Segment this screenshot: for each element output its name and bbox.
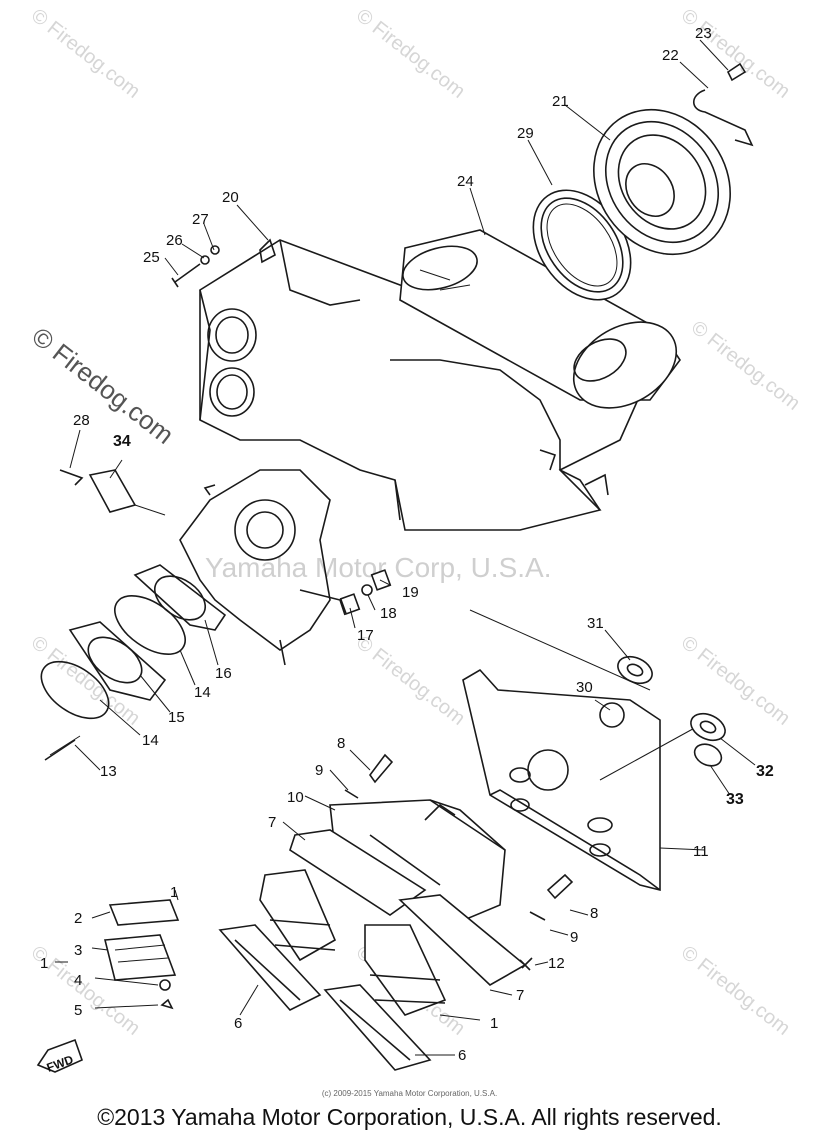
callout-29: 29	[517, 125, 534, 142]
grommets	[599, 655, 726, 767]
callout-1: 1	[40, 955, 48, 972]
callout-34: 34	[113, 433, 131, 450]
watermark: © Firedog.com	[27, 5, 144, 103]
callout-9: 9	[315, 762, 323, 779]
callout-32: 32	[756, 763, 774, 780]
callout-30: 30	[576, 679, 593, 696]
callout-12: 12	[548, 955, 565, 972]
callout-14: 14	[142, 732, 159, 749]
callout-21: 21	[552, 93, 569, 110]
callout-8: 8	[337, 735, 345, 752]
carb-fittings	[339, 569, 392, 615]
carburetor	[179, 469, 346, 666]
watermark: © Firedog.com	[687, 317, 804, 415]
callout-11: 11	[693, 843, 709, 860]
callout-7: 7	[516, 987, 524, 1004]
intake-gaskets	[40, 564, 227, 761]
callout-24: 24	[457, 173, 474, 190]
callout-10: 10	[287, 789, 304, 806]
watermark: © Firedog.com	[677, 942, 794, 1040]
callout-15: 15	[168, 709, 185, 726]
callout-9: 9	[570, 929, 578, 946]
watermark: © Firedog.com	[352, 632, 469, 730]
retaining-clip	[692, 62, 754, 147]
callout-28: 28	[73, 412, 90, 429]
callout-25: 25	[143, 249, 160, 266]
callout-20: 20	[222, 189, 239, 206]
callouts: 1 1 1 2 3 4 5 6 6 7 7 8 8 9 9 10 11 12 1…	[40, 25, 774, 1064]
callout-16: 16	[215, 665, 232, 682]
leader-lines	[55, 39, 756, 1056]
callout-6: 6	[458, 1047, 466, 1064]
small-copyright: (c) 2009-2015 Yamaha Motor Corporation, …	[321, 1089, 498, 1098]
callout-2: 2	[74, 910, 82, 927]
callout-31: 31	[587, 615, 604, 632]
watermark: © Firedog.com	[677, 5, 794, 103]
callout-5: 5	[74, 1002, 82, 1019]
air-intake-tube	[399, 229, 681, 409]
callout-14: 14	[194, 684, 211, 701]
callout-1: 1	[490, 1015, 498, 1032]
choke-knob	[59, 469, 166, 516]
callout-27: 27	[192, 211, 209, 228]
fwd-arrow: FWD	[36, 1038, 83, 1075]
reed-petals	[103, 899, 180, 1010]
callout-23: 23	[695, 25, 712, 42]
bolt-washer-set	[171, 245, 220, 288]
callout-17: 17	[357, 627, 374, 644]
watermark-dark: © Firedog.com	[26, 321, 179, 450]
callout-3: 3	[74, 942, 82, 959]
callout-33: 33	[726, 791, 744, 808]
callout-7: 7	[268, 814, 276, 831]
filter-cap	[593, 108, 731, 256]
callout-26: 26	[166, 232, 183, 249]
callout-4: 4	[74, 972, 82, 989]
callout-13: 13	[100, 763, 117, 780]
callout-19: 19	[402, 584, 419, 601]
watermark: © Firedog.com	[352, 5, 469, 103]
reed-valve-assembly	[218, 829, 527, 1071]
callout-22: 22	[662, 47, 679, 64]
callout-6: 6	[234, 1015, 242, 1032]
copyright-notice: ©2013 Yamaha Motor Corporation, U.S.A. A…	[97, 1104, 722, 1130]
callout-1: 1	[170, 884, 178, 901]
callout-8: 8	[590, 905, 598, 922]
callout-18: 18	[380, 605, 397, 622]
